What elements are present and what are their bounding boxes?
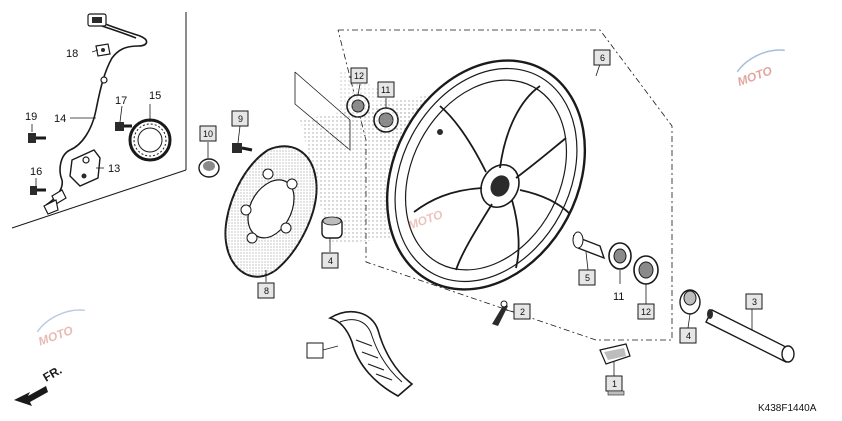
svg-text:12: 12 (354, 71, 364, 81)
side-collar-4b (679, 289, 701, 315)
bearing-12-bottom (633, 255, 659, 285)
boxed-callout-2: 2 (513, 303, 531, 320)
air-valve-2 (492, 300, 508, 326)
svg-text:2: 2 (520, 307, 525, 317)
svg-text:6: 6 (600, 53, 605, 63)
boxed-callout-5: 5 (578, 269, 596, 286)
svg-text:11: 11 (381, 85, 390, 95)
boxed-callout-4a: 4 (321, 252, 339, 269)
callout-19: 19 (25, 111, 37, 123)
main-leaders (207, 63, 753, 378)
balance-weight-1 (599, 343, 631, 365)
boxed-callout-blank (306, 342, 339, 359)
boxed-callout-11: 11 (377, 81, 395, 98)
svg-text:12: 12 (641, 307, 651, 317)
boxed-callout-1: 1 (605, 375, 625, 396)
svg-text:10: 10 (203, 129, 213, 139)
boxed-callout-8: 8 (257, 282, 275, 299)
boxed-callout-12b: 12 (637, 303, 655, 320)
callout-17: 17 (115, 95, 127, 107)
boxed-callout-12a: 12 (350, 67, 368, 84)
front-direction-arrow: FR. (14, 363, 64, 406)
boxed-callout-3: 3 (745, 293, 763, 310)
front-wheel-6 (385, 59, 587, 291)
wire-clamp-18 (95, 43, 111, 57)
sensor-inset-panel (11, 12, 187, 229)
callout-11-a: 11 (613, 291, 624, 303)
svg-text:4: 4 (686, 331, 691, 341)
boxed-callout-10: 10 (199, 125, 217, 142)
bolt-17 (115, 122, 132, 131)
callout-16: 16 (30, 166, 42, 178)
callout-18: 18 (66, 48, 78, 60)
brake-disc-8 (224, 145, 318, 278)
seal-11-bottom (608, 242, 632, 270)
diagram-code: K438F1440A (758, 403, 817, 414)
svg-text:4: 4 (328, 256, 333, 266)
collar-10 (198, 158, 220, 178)
watermark-logo-2: MOTO (36, 309, 85, 349)
side-collar-4a (321, 216, 343, 239)
axle-3 (705, 309, 795, 363)
sensor-connector (87, 13, 107, 27)
bolt-19 (28, 133, 46, 143)
pulser-ring-15 (128, 118, 172, 162)
callout-14: 14 (54, 113, 66, 125)
svg-text:1: 1 (612, 379, 617, 389)
svg-text:3: 3 (752, 297, 757, 307)
svg-text:5: 5 (585, 273, 590, 283)
tire-segment (327, 310, 414, 397)
callout-15: 15 (149, 90, 161, 102)
callout-13: 13 (108, 163, 120, 175)
bearing-shading (340, 70, 420, 160)
boxed-callout-4b: 4 (679, 327, 697, 344)
distance-collar-5 (572, 231, 606, 260)
svg-text:8: 8 (264, 286, 269, 296)
inset-leaders (31, 49, 151, 186)
watermark-logo-1: MOTO (735, 49, 785, 89)
wire-grommet (100, 76, 108, 84)
bolt-16 (30, 186, 46, 195)
boxed-callout-6: 6 (593, 49, 611, 66)
speed-sensor-13 (43, 149, 101, 215)
boxed-callout-9: 9 (231, 110, 249, 127)
direction-label: FR. (41, 363, 65, 385)
exploded-axis-frame (337, 29, 673, 341)
disc-bolt-9 (232, 143, 253, 153)
svg-text:9: 9 (238, 114, 243, 124)
